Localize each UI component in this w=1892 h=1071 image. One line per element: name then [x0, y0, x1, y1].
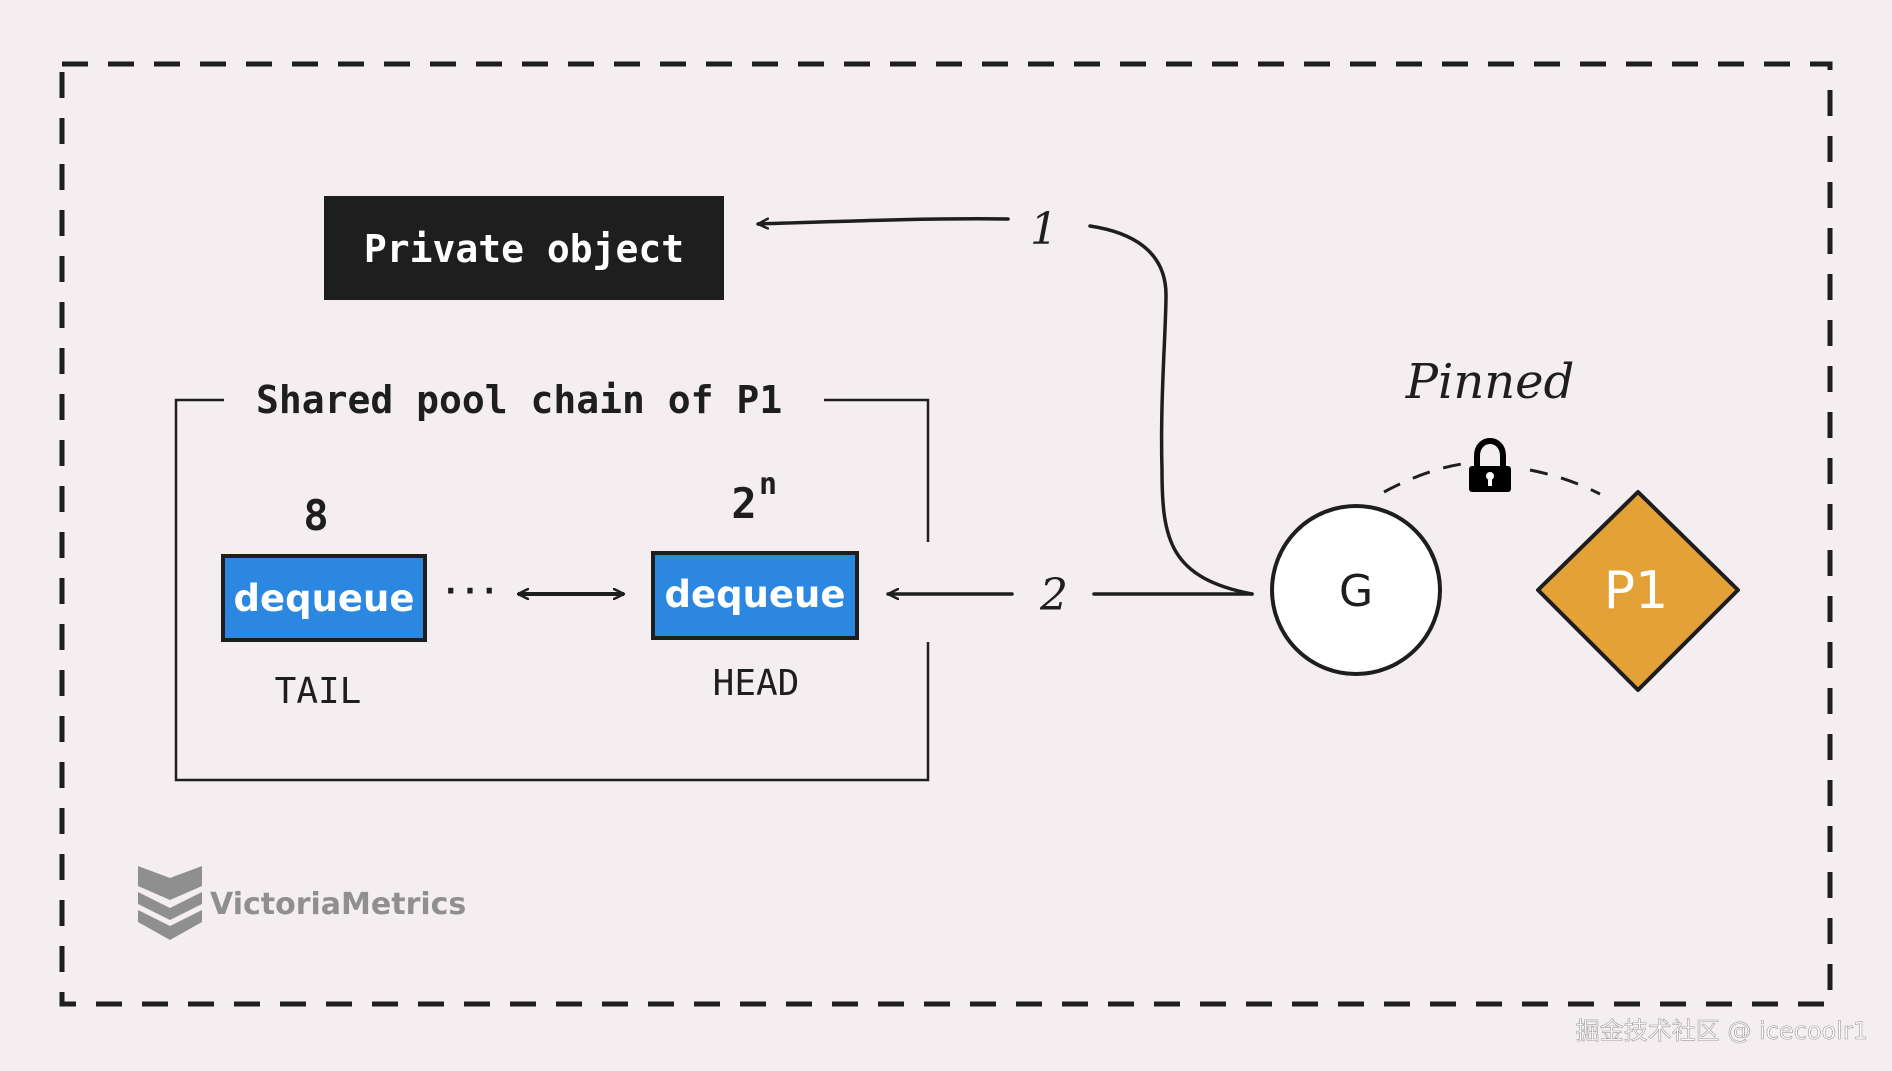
- tail-dequeue-box: dequeue: [221, 554, 427, 642]
- private-object-label: Private object: [364, 227, 684, 271]
- arrow-to-private-object-head: [756, 217, 1010, 224]
- pinned-label: Pinned: [1405, 354, 1575, 410]
- arrow-to-private-object: [1088, 224, 1254, 596]
- pinned-link-right: [1529, 468, 1601, 496]
- head-index-label: 2: [731, 479, 756, 528]
- ellipsis: ···: [441, 572, 499, 610]
- shared-pool-title: Shared pool chain of P1: [256, 378, 782, 422]
- pinned-link: [1383, 461, 1471, 494]
- watermark: 掘金技术社区 @ icecoolr1: [1576, 1017, 1868, 1045]
- victoriametrics-logo-icon: [138, 866, 202, 940]
- lock-icon: [1469, 438, 1511, 492]
- tail-index-label: 8: [303, 491, 328, 540]
- head-dequeue-box: dequeue: [651, 551, 859, 640]
- head-dequeue-label: dequeue: [665, 573, 846, 616]
- goroutine-node: G: [1270, 504, 1442, 676]
- tail-dequeue-label: dequeue: [234, 577, 415, 620]
- step-one-label: 1: [1030, 204, 1058, 255]
- private-object-box: Private object: [324, 196, 724, 300]
- step-two-label: 2: [1039, 570, 1068, 621]
- head-index-exponent: n: [759, 467, 777, 502]
- brand-wordmark: VictoriaMetrics: [210, 887, 466, 922]
- shared-pool-frame: Shared pool chain of P1: [174, 378, 930, 782]
- processor-label: P1: [1604, 561, 1668, 621]
- processor-node: P1: [1536, 490, 1740, 692]
- head-label: HEAD: [713, 663, 800, 704]
- goroutine-label: G: [1339, 566, 1373, 617]
- outer-dashed-frame: [59, 61, 1833, 1007]
- tail-label: TAIL: [275, 671, 362, 712]
